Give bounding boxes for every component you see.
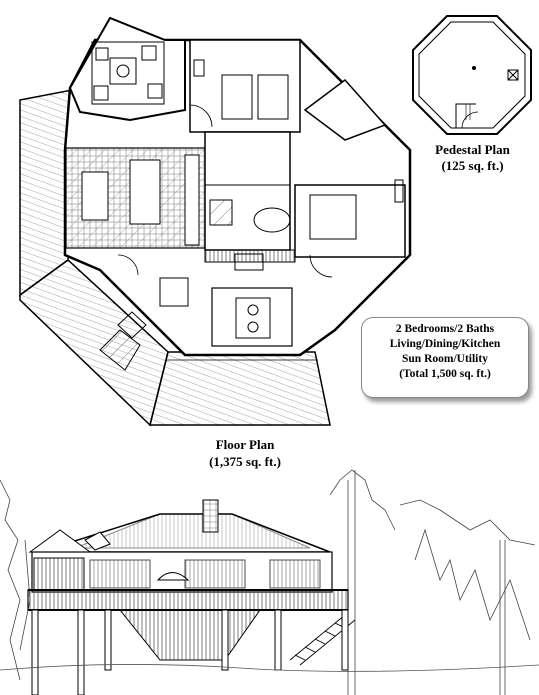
house-elevation [0,469,539,695]
pedestal-plan [412,15,532,135]
spec-living: Living/Dining/Kitchen [389,338,501,350]
floor-plan-area: (1,375 sq. ft.) [209,454,281,469]
pedestal-plan-area: (125 sq. ft.) [441,158,504,173]
pedestal-plan-title: Pedestal Plan [435,142,510,157]
floor-plan [19,16,412,427]
specs-box: 2 Bedrooms/2 Baths Living/Dining/Kitchen… [361,317,529,398]
spec-total: (Total 1,500 sq. ft.) [399,368,491,380]
spec-rooms: Sun Room/Utility [402,353,488,365]
spec-bedrooms: 2 Bedrooms/2 Baths [395,323,495,335]
floor-plan-title: Floor Plan [215,437,275,452]
